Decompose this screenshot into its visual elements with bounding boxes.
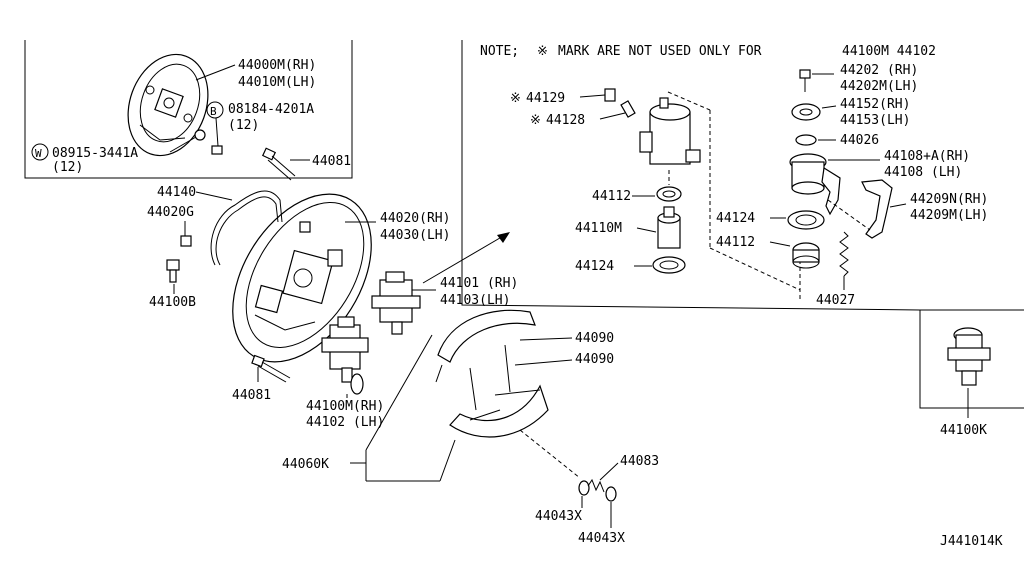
- gear-44152-drawing: [791, 103, 821, 121]
- label-44140: 44140: [157, 185, 196, 200]
- b-circle-icon: [206, 101, 224, 119]
- label-44124-b: 44124: [716, 211, 755, 226]
- cylinder-body-detail-drawing: [639, 97, 701, 165]
- label-44083: 44083: [620, 454, 659, 469]
- label-44090-a: 44090: [575, 331, 614, 346]
- lever-44209N-drawing: [861, 179, 893, 239]
- label-44100K: 44100K: [940, 423, 987, 438]
- label-44129: 44129: [526, 91, 565, 106]
- label-44128: 44128: [546, 113, 585, 128]
- boot-44124-a-drawing: [652, 256, 686, 274]
- label-44026: 44026: [840, 133, 879, 148]
- spring-44027-drawing: [839, 231, 849, 277]
- label-08915: 08915-3441A: [52, 146, 138, 161]
- bleeder-44128-drawing: [620, 100, 636, 118]
- label-b-circle: B: [210, 105, 217, 118]
- piston-44110M-drawing: [657, 206, 681, 249]
- label-44202M: 44202M(LH): [840, 79, 918, 94]
- label-44030: 44030(LH): [380, 228, 450, 243]
- label-44043X-a: 44043X: [535, 509, 582, 524]
- star-mark-a: ※: [510, 91, 521, 106]
- label-44102-lh: 44102 (LH): [306, 415, 384, 430]
- label-44108: 44108 (LH): [884, 165, 962, 180]
- note-mark: ※: [537, 44, 548, 59]
- adjuster-drawing: [578, 478, 617, 502]
- label-44081-top: 44081: [312, 154, 351, 169]
- label-44110M: 44110M: [575, 221, 622, 236]
- washer-44026-drawing: [795, 134, 817, 146]
- star-mark-b: ※: [530, 113, 541, 128]
- label-44112-a: 44112: [592, 189, 631, 204]
- label-44103: 44103(LH): [440, 293, 510, 308]
- note-text: MARK ARE NOT USED ONLY FOR: [558, 44, 762, 59]
- inset-frame-44100K: [919, 310, 1024, 409]
- boot-44124-b-drawing: [787, 210, 825, 230]
- bracket-44020G-drawing: [180, 235, 192, 247]
- label-44112-b: 44112: [716, 235, 755, 250]
- label-44020G: 44020G: [147, 205, 194, 220]
- w-circle-icon: [31, 143, 49, 161]
- cup-44112-b-drawing: [792, 242, 820, 269]
- brake-tube-drawing: [210, 190, 283, 266]
- inset-frame-detail: [461, 40, 1024, 311]
- wheel-cylinder-44101-drawing: [371, 271, 421, 335]
- wheel-cylinder-44100M-drawing: [321, 316, 369, 395]
- label-44000M: 44000M(RH): [238, 58, 316, 73]
- bleeder-44100B-drawing: [166, 259, 180, 283]
- label-44101: 44101 (RH): [440, 276, 518, 291]
- label-44020: 44020(RH): [380, 211, 450, 226]
- label-08184: 08184-4201A: [228, 102, 314, 117]
- cap-44129-drawing: [604, 88, 616, 102]
- diagram-code: J441014K: [940, 534, 1003, 549]
- label-44209N: 44209N(RH): [910, 192, 988, 207]
- label-08915-qty: (12): [52, 160, 83, 175]
- bolt-44081-bottom-drawing: [251, 354, 291, 383]
- wheel-cylinder-44100K-drawing: [947, 327, 991, 386]
- label-44152: 44152(RH): [840, 97, 910, 112]
- brake-shoe-lower-drawing: [449, 384, 549, 438]
- bolt-44081-top-drawing: [261, 147, 296, 181]
- label-44108A: 44108+A(RH): [884, 149, 970, 164]
- small-backing-plate-drawing: [127, 53, 223, 157]
- label-44202: 44202 (RH): [840, 63, 918, 78]
- label-w-circle: W: [35, 147, 42, 160]
- label-44090-b: 44090: [575, 352, 614, 367]
- label-44100B: 44100B: [149, 295, 196, 310]
- label-44100M: 44100M(RH): [306, 399, 384, 414]
- inset-frame-backing-plate: [24, 40, 353, 179]
- label-44081-bottom: 44081: [232, 388, 271, 403]
- note-prefix: NOTE;: [480, 44, 519, 59]
- arrow-icon: [497, 232, 510, 243]
- label-44060K: 44060K: [282, 457, 329, 472]
- brake-shoe-upper-drawing: [435, 309, 536, 411]
- lever-44108-drawing: [789, 153, 841, 216]
- screw-44202-drawing: [799, 69, 811, 79]
- label-44043X-b: 44043X: [578, 531, 625, 546]
- label-44027: 44027: [816, 293, 855, 308]
- label-44153: 44153(LH): [840, 113, 910, 128]
- label-44209M: 44209M(LH): [910, 208, 988, 223]
- label-44124-a: 44124: [575, 259, 614, 274]
- main-backing-plate-drawing: [232, 193, 372, 363]
- note-models: 44100M 44102: [842, 44, 936, 59]
- cup-44112-a-drawing: [656, 186, 682, 202]
- label-44010M: 44010M(LH): [238, 75, 316, 90]
- label-08184-qty: (12): [228, 118, 259, 133]
